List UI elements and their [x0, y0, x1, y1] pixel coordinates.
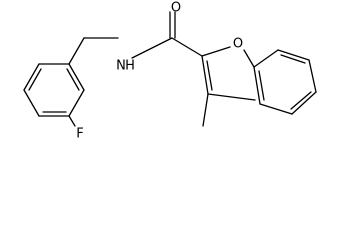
bond-c3-c3a [207, 93, 256, 101]
bond [23, 89, 40, 117]
bond-n-carbonyl [131, 37, 173, 59]
bond [68, 89, 85, 117]
bond [291, 91, 317, 115]
structure-canvas: O N H O F [23, 0, 317, 142]
atom-label-oxygen-furan: O [233, 37, 243, 52]
bond-ring-ch2 [68, 37, 85, 65]
bond [253, 66, 261, 105]
double-bond-inner [28, 68, 42, 91]
double-bond-inner [290, 91, 312, 110]
bond-c2-c3 [201, 55, 209, 95]
fluorobenzene-ring [23, 63, 85, 117]
double-bond-inner [258, 70, 265, 101]
bond [253, 49, 279, 68]
bond-methyl [202, 93, 209, 127]
bond [259, 103, 293, 115]
atom-label-nitrogen: N H [116, 59, 135, 74]
bond-o-c7a [243, 49, 255, 68]
fluorine-label: F [76, 127, 83, 142]
furan-ring [201, 46, 256, 101]
atom-label-fluorine: F [76, 127, 83, 142]
oxygen-label: O [171, 1, 181, 16]
atom-label-oxygen-carbonyl: O [171, 1, 181, 16]
bond-c-f [68, 115, 76, 127]
bond-carbonyl-c2 [171, 37, 203, 57]
double-bond-inner [66, 68, 80, 91]
bond [308, 59, 317, 93]
nitrogen-label: N [116, 59, 126, 74]
double-bond-inner [280, 54, 306, 64]
bond [68, 63, 85, 91]
bond-c2-c3-double [206, 60, 213, 91]
molecule-structure: O N H O F [23, 1, 317, 142]
bond [277, 49, 310, 61]
hydrogen-label: H [125, 59, 135, 74]
benzo-ring [253, 49, 317, 115]
bond-c2-o [201, 46, 231, 57]
furan-oxygen-label: O [233, 37, 243, 52]
bond [23, 63, 40, 91]
